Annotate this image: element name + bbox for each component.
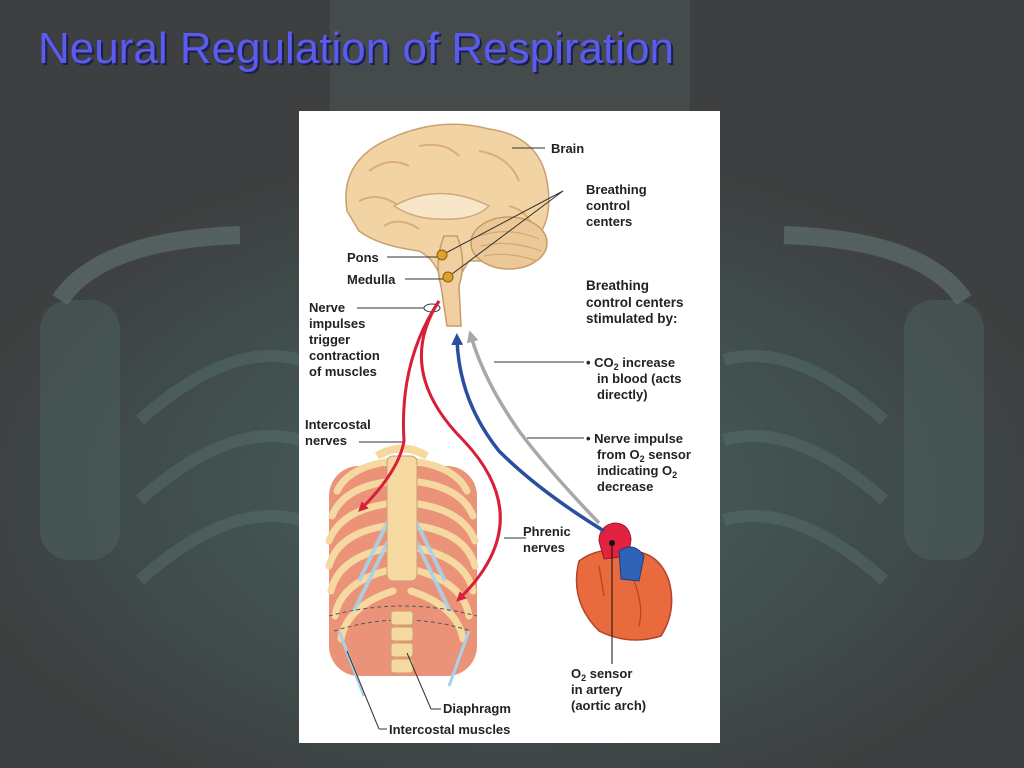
diagram-panel: Brain Breathing control centers Pons Med… [299,111,720,743]
label-line: decrease [597,479,654,494]
respiration-diagram [325,123,673,730]
label-line: Phrenic [523,524,571,539]
co2-text: • CO [586,355,614,370]
text: sensor [644,447,691,462]
label-line: centers [586,214,633,229]
label-line: in blood (acts [597,371,682,386]
phrenic-nerve-arrow [419,300,502,602]
text: indicating O [597,463,673,478]
label-line: impulses [309,316,366,331]
slide-title: Neural Regulation of Respiration [38,24,674,73]
intercostal-muscles-label: Intercostal muscles [389,722,511,737]
label-line: control centers [586,294,684,310]
label-line: in artery [571,682,623,697]
label-line: trigger [309,332,351,347]
o2-sensor-label: O2 sensor in artery (aortic arch) [571,666,646,714]
intercostal-nerves-label: Intercostal nerves [305,417,371,449]
label-line: control [586,198,631,213]
subscript: 2 [613,362,619,372]
label-line: nerves [305,433,347,448]
o2-sensor-arrow [451,333,605,533]
label-line: (aortic arch) [571,698,647,713]
rib-cage-illustration [325,441,479,730]
subscript: 2 [639,454,645,464]
label-line: Breathing [586,182,647,197]
text: from O [597,447,640,462]
label-line: nerves [523,540,565,555]
co2-text-rest: increase [618,355,676,370]
text: sensor [586,666,633,681]
label-line: • Nerve impulse [586,431,684,446]
co2-direct-arrow [466,330,601,525]
subscript: 2 [672,470,678,480]
breathing-centers-markers [357,147,564,313]
stimulated-by-heading: Breathing control centers stimulated by: [586,278,684,328]
heart-illustration [504,522,673,664]
label-line: of muscles [309,364,377,379]
label-line: from O2 sensor [586,447,691,464]
label-line: • CO2 increase [586,355,682,372]
label-line: directly) [597,387,648,402]
label-line: indicating O2 [586,463,691,480]
brain-label: Brain [551,141,585,156]
pons-label: Pons [347,250,379,265]
brain-illustration [345,123,550,327]
intercostal-nerve-arrow [358,300,441,512]
subscript: 2 [581,673,587,683]
label-line: O2 sensor [571,666,646,683]
diaphragm-label: Diaphragm [443,701,511,716]
label-line: Nerve [309,300,346,315]
phrenic-nerves-label: Phrenic nerves [523,524,571,556]
label-line: stimulated by: [586,311,678,326]
label-line: Breathing [586,278,650,293]
breathing-control-centers-label: Breathing control centers [586,182,647,230]
nerve-pathways [358,300,605,602]
nerve-impulses-label: Nerve impulses trigger contraction of mu… [309,300,380,380]
co2-stimulus-label: • CO2 increase in blood (acts directly) [586,355,682,403]
label-line: contraction [309,348,380,363]
o2-nerve-impulse-label: • Nerve impulse from O2 sensor indicatin… [586,431,691,495]
label-line: Intercostal [305,417,371,432]
text: O [571,666,582,681]
medulla-label: Medulla [347,272,396,287]
